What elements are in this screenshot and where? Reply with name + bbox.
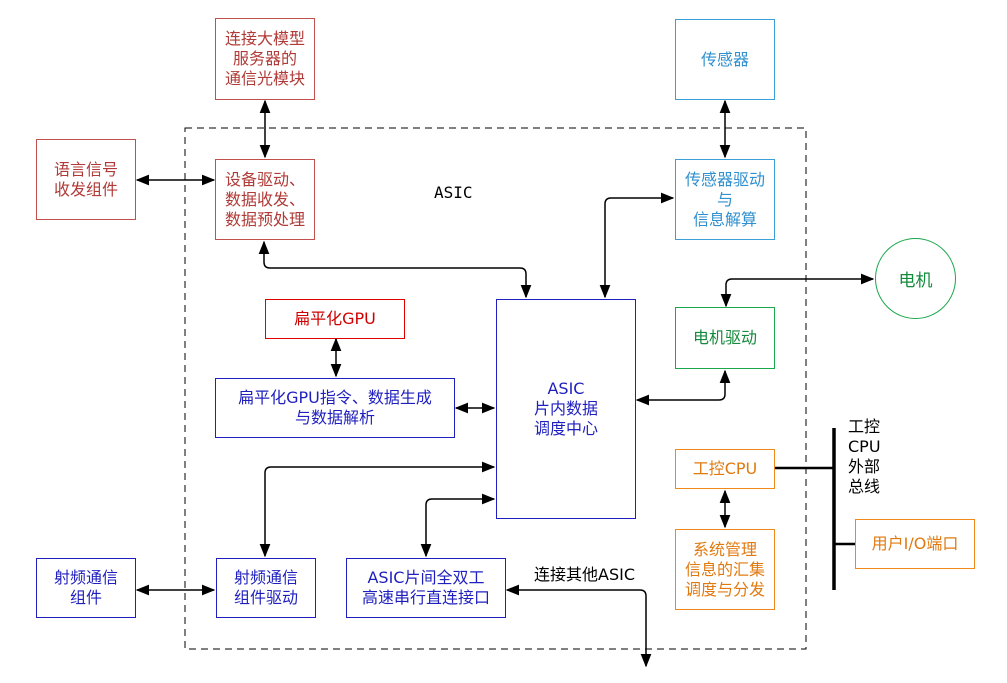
sensor-driver-node: 传感器驱动 与 信息解算 [675,159,775,240]
user-io-node: 用户I/O端口 [855,519,975,569]
arrow-device-scheduler [258,240,532,299]
arrow-motordriver-motor [720,273,875,308]
motor-driver-node: 电机驱动 [675,307,775,369]
scheduler-node: ASIC 片内数据 调度中心 [496,299,636,519]
arrow-link-scheduler [420,493,496,558]
flat-gpu-command-node: 扁平化GPU指令、数据生成 与数据解析 [215,378,455,438]
device-driver-node: 设备驱动、 数据收发、 数据预处理 [215,159,315,240]
arrow-link-other-asic [505,584,652,668]
voice-signal-node: 语言信号 收发组件 [36,139,136,220]
arrow-rfdriver-scheduler [259,461,496,558]
motor-node: 电机 [875,238,956,319]
arrow-scheduler-motordriver [635,369,731,406]
asic-title: ASIC [434,183,473,202]
rf-driver-node: 射频通信 组件驱动 [216,558,316,618]
optical-module-node: 连接大模型 服务器的 通信光模块 [215,18,315,100]
rf-component-node: 射频通信 组件 [36,558,136,618]
system-management-node: 系统管理 信息的汇集 调度与分发 [675,529,775,610]
other-asic-label: 连接其他ASIC [534,565,635,584]
ipc-cpu-node: 工控CPU [675,449,775,489]
flat-gpu-node: 扁平化GPU [265,299,405,339]
arrow-scheduler-sensor [599,192,675,299]
sensor-node: 传感器 [675,19,775,100]
asic-boundary [184,127,807,650]
asic-link-node: ASIC片间全双工 高速串行直连接口 [346,558,506,618]
external-bus-label: 工控 CPU 外部 总线 [848,417,881,496]
